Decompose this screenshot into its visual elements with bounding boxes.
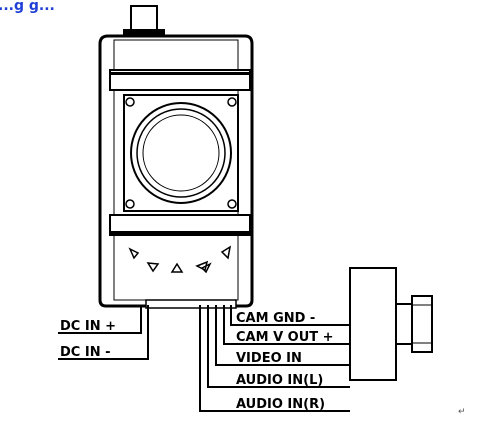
wires bbox=[58, 305, 350, 412]
camera-body bbox=[349, 267, 397, 381]
connector-plate bbox=[145, 299, 237, 309]
label-audio-in-l: AUDIO IN(L) bbox=[236, 373, 323, 388]
label-cam-v-out: CAM V OUT + bbox=[236, 330, 334, 345]
vent-slots bbox=[128, 245, 232, 274]
camera bbox=[349, 267, 433, 381]
label-dc-in-minus: DC IN - bbox=[60, 345, 111, 360]
label-video-in: VIDEO IN bbox=[236, 351, 302, 366]
dvr-device-body bbox=[98, 34, 254, 309]
label-audio-in-r: AUDIO IN(R) bbox=[236, 397, 325, 412]
return-mark: ↵ bbox=[458, 407, 466, 417]
antenna bbox=[123, 5, 165, 39]
camera-lens bbox=[395, 303, 413, 345]
diagram-heading: ...g g... bbox=[0, 0, 55, 14]
camera-lens-front bbox=[411, 295, 433, 353]
label-dc-in-plus: DC IN + bbox=[60, 319, 116, 334]
label-cam-gnd: CAM GND - bbox=[236, 311, 315, 326]
